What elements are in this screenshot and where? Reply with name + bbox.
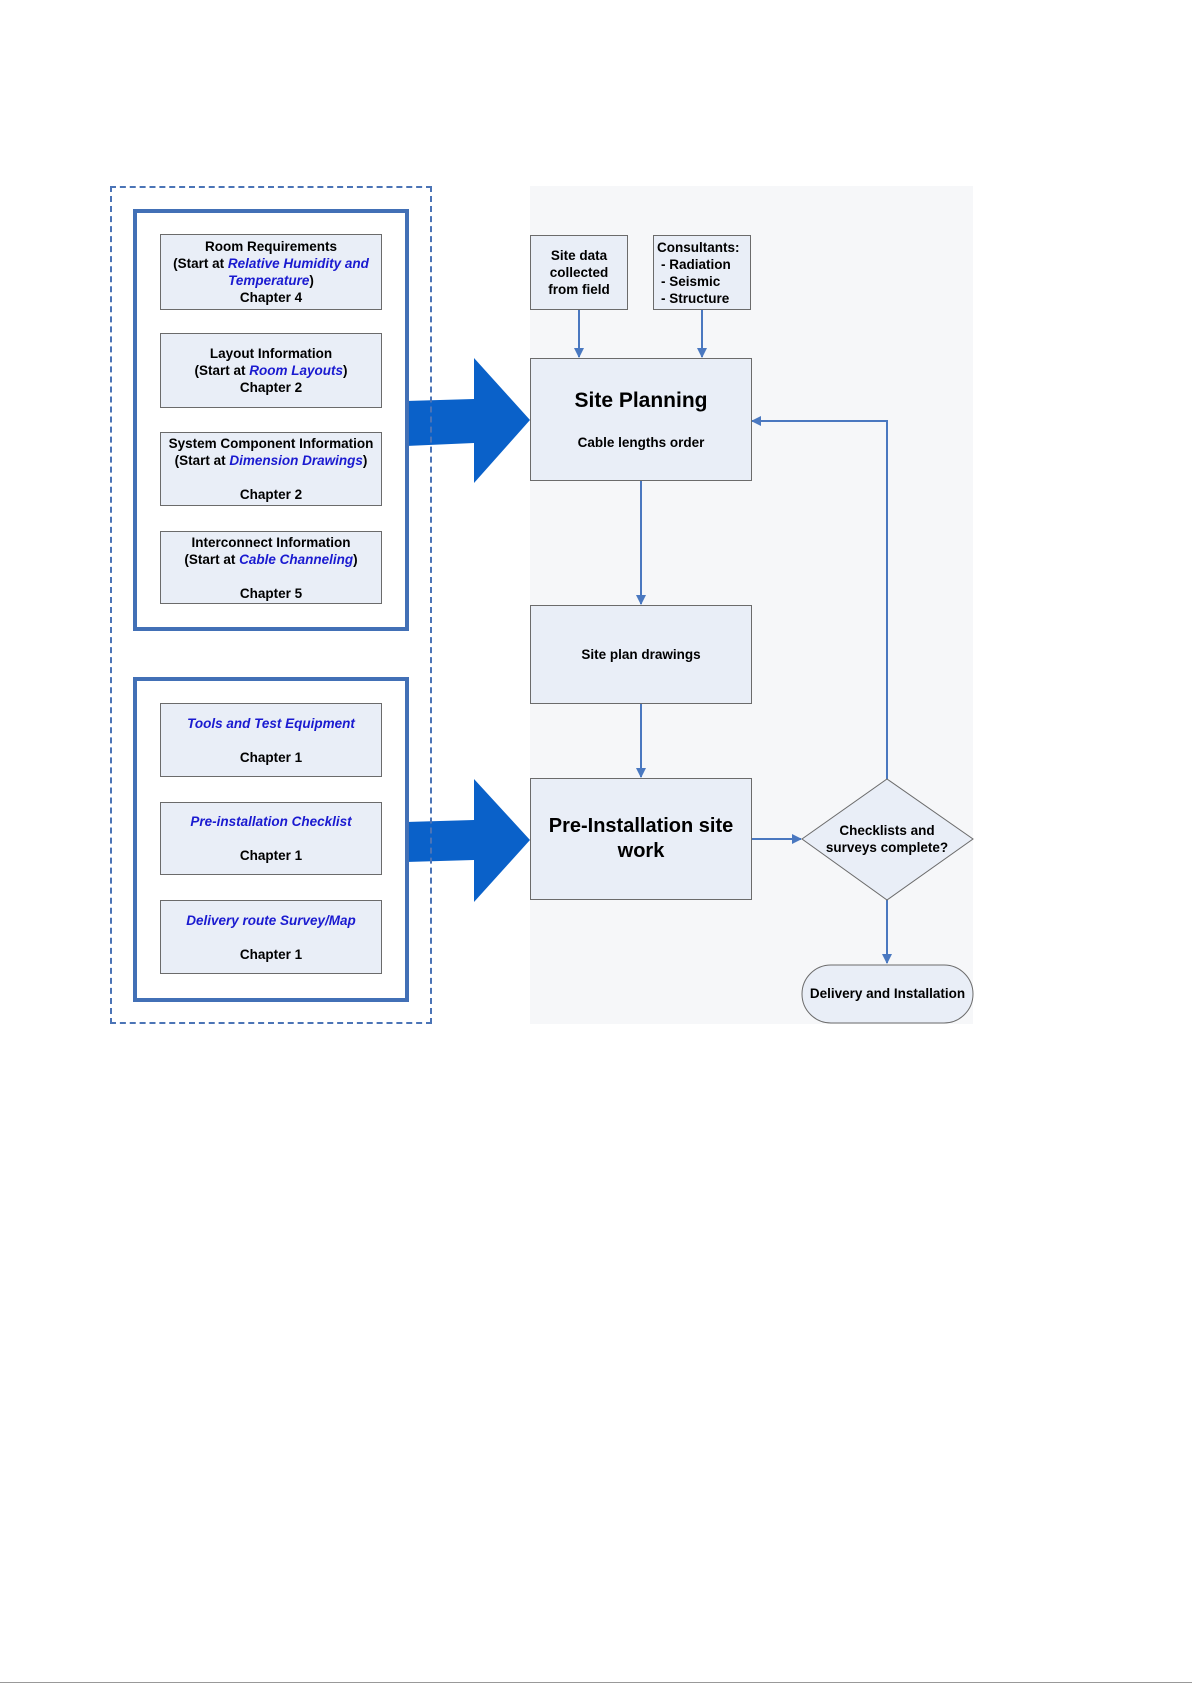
process-title: Site Planning (574, 389, 708, 412)
site-plan-drawings-box: Site plan drawings (530, 605, 752, 704)
site-planning-process-box: Site Planning Cable lengths order (530, 358, 752, 481)
preinstallation-checklist-box: Pre-installation Checklist Chapter 1 (160, 802, 382, 875)
layout-information-box: Layout Information (Start at Room Layout… (160, 333, 382, 408)
decision-loopback-arrow (751, 416, 888, 779)
doc-reference-link[interactable]: Pre-installation Checklist (190, 814, 352, 829)
process-subtitle: Cable lengths order (577, 435, 705, 450)
doc-chapter: Chapter 5 (239, 585, 303, 601)
decision-label: Checklists and surveys complete? (825, 823, 949, 855)
doc-reference-link[interactable]: Relative Humidity and (227, 256, 369, 271)
doc-title: Room Requirements (204, 239, 338, 254)
page-bottom-rule (0, 1682, 1192, 1683)
room-requirements-box: Room Requirements (Start at Relative Hum… (160, 234, 382, 310)
preinstallation-site-work-box: Pre-Installation site work (530, 778, 752, 900)
preinstall-big-arrow (406, 779, 530, 902)
terminal-shape (801, 964, 974, 1024)
doc-chapter: Chapter 1 (239, 946, 303, 962)
doc-reference-link[interactable]: Delivery route Survey/Map (186, 912, 356, 928)
doc-reference-link[interactable]: Cable Channeling (239, 551, 354, 567)
delivery-route-survey-box: Delivery route Survey/Map Chapter 1 (160, 900, 382, 974)
doc-chapter: Chapter 2 (239, 487, 303, 502)
site-data-input-box: Site data collected from field (530, 235, 628, 310)
terminal-label: Delivery and Installation (809, 986, 966, 1001)
doc-title: System Component Information (168, 436, 374, 451)
doc-chapter: Chapter 1 (239, 848, 303, 863)
doc-reference-link-continued[interactable]: Temperature (228, 273, 310, 288)
doc-reference-link[interactable]: Room Layouts (249, 363, 344, 378)
preinstall-docs-group (133, 677, 409, 1002)
doc-reference-link[interactable]: Tools and Test Equipment (187, 715, 355, 731)
consultants-input-box: Consultants: - Radiation - Seismic - Str… (653, 235, 751, 310)
doc-chapter: Chapter 4 (239, 290, 303, 305)
system-component-information-box: System Component Information (Start at D… (160, 432, 382, 506)
planning-docs-group (133, 209, 409, 631)
tools-test-equipment-box: Tools and Test Equipment Chapter 1 (160, 703, 382, 777)
interconnect-information-box: Interconnect Information (Start at Cable… (160, 531, 382, 604)
doc-chapter: Chapter 2 (239, 380, 303, 395)
planning-big-arrow (406, 358, 530, 483)
decision-diamond (801, 778, 974, 901)
documentation-container (110, 186, 432, 1024)
doc-title: Layout Information (209, 346, 333, 361)
doc-title: Interconnect Information (191, 534, 351, 550)
doc-chapter: Chapter 1 (239, 749, 303, 765)
doc-reference-link[interactable]: Dimension Drawings (229, 453, 363, 468)
